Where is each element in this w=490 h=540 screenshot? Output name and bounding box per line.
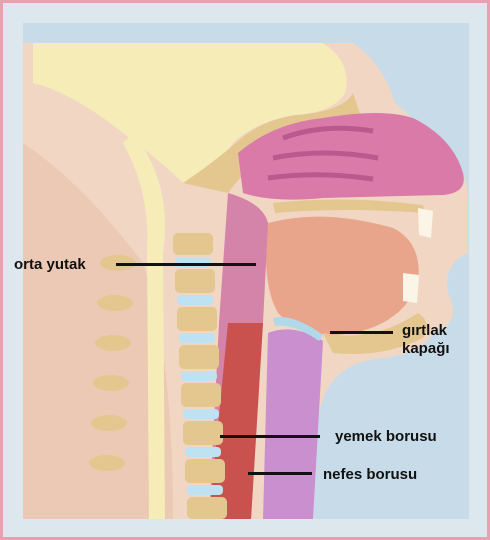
trachea (263, 329, 323, 519)
label-yemek-borusu: yemek borusu (335, 428, 437, 445)
leader-nefes-borusu (248, 472, 312, 475)
upper-teeth (418, 208, 433, 238)
label-girtlak-kapagi-line2: kapağı (402, 340, 450, 357)
leader-yemek-borusu (220, 435, 320, 438)
label-nefes-borusu: nefes borusu (323, 466, 417, 483)
label-orta-yutak: orta yutak (14, 256, 86, 273)
label-girtlak-kapagi-line1: gırtlak (402, 322, 447, 339)
lower-teeth (403, 273, 419, 303)
leader-girtlak-kapagi (330, 331, 393, 334)
leader-orta-yutak (116, 263, 256, 266)
